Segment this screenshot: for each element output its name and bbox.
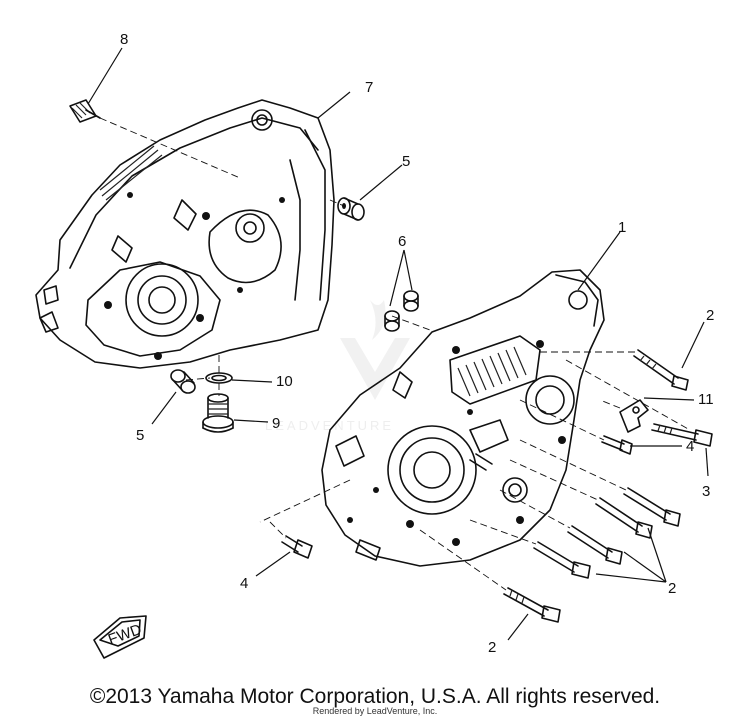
callout-2-bottom: 2	[488, 639, 496, 656]
callout-4-right: 4	[686, 438, 694, 455]
bolt-group-b	[595, 497, 653, 539]
callout-lines	[87, 47, 709, 641]
callout-4-left: 4	[240, 575, 248, 592]
callout-10: 10	[276, 373, 293, 390]
bolt-right-3	[651, 423, 713, 447]
bolt-group-c	[567, 525, 623, 565]
callout-9: 9	[272, 415, 280, 432]
callout-2-group: 2	[668, 580, 676, 597]
dowel-pins	[384, 290, 419, 332]
bolt-group-d	[533, 541, 591, 579]
crankcase-left-half	[35, 99, 335, 369]
watermark-text: LEADVENTURE	[265, 418, 394, 433]
callout-6: 6	[398, 233, 406, 250]
callout-5-upper: 5	[402, 153, 410, 170]
callout-5-lower: 5	[136, 427, 144, 444]
callout-11: 11	[698, 391, 714, 408]
crankcase-right-half	[321, 269, 605, 567]
clamp-bracket	[619, 399, 649, 433]
leadventure-watermark: LEADVENTURE	[265, 300, 410, 433]
rendered-by-credit: Rendered by LeadVenture, Inc.	[312, 706, 438, 716]
bolt-bottom	[503, 587, 561, 623]
dowel-pin-upper	[337, 197, 365, 221]
fwd-arrow: FWD	[93, 615, 147, 659]
part-callout-labels: 8 7 5 6 1 2 10 11 5 9 4 3 4 2 2	[120, 31, 714, 656]
assembly-leader-lines	[99, 117, 691, 591]
bolt-short-4	[601, 435, 633, 455]
callout-1: 1	[618, 219, 626, 236]
breather-fitting	[69, 99, 101, 123]
crankcase-bolts	[281, 349, 713, 623]
bolt-left-4	[281, 535, 313, 559]
callout-3: 3	[702, 483, 710, 500]
dowel-pin-lower	[170, 369, 196, 394]
bolt-upper-right	[633, 349, 689, 391]
callout-7: 7	[365, 79, 373, 96]
copyright-notice: ©2013 Yamaha Motor Corporation, U.S.A. A…	[89, 685, 661, 708]
callout-8: 8	[120, 31, 128, 48]
drain-plug	[202, 393, 234, 433]
bolt-group-a	[623, 487, 681, 527]
callout-2-upper: 2	[706, 307, 714, 324]
